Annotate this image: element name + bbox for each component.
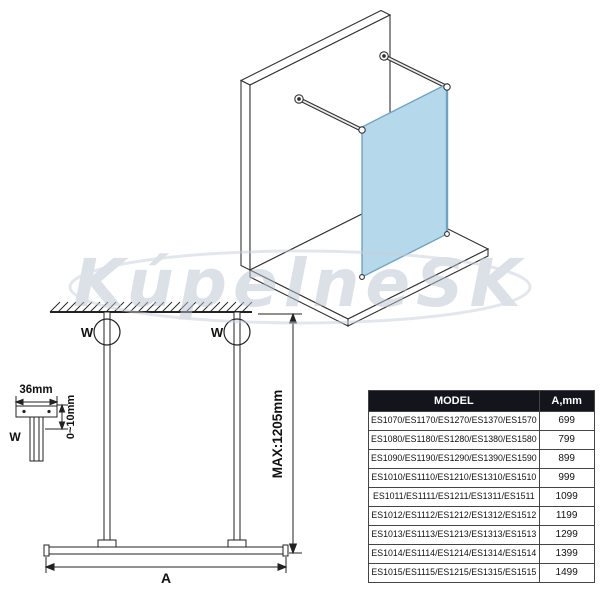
watermark-swoosh	[68, 249, 532, 325]
support-rod-right	[382, 53, 449, 90]
wall-flange-left-screw	[297, 97, 301, 101]
model-cell: ES1013/ES1113/ES1213/ES1313/ES1513	[368, 525, 540, 545]
wall-left-face	[240, 79, 251, 271]
model-cell: ES1010/ES1110/ES1210/ES1310/ES1510	[368, 468, 540, 488]
glass-foot-left	[359, 274, 365, 280]
adjust-dim-arrow-down	[58, 421, 66, 431]
model-column-header: MODEL	[368, 390, 540, 412]
a-dim-label: A	[161, 570, 171, 586]
watermark: KúpelneSK	[68, 245, 532, 325]
a-dim-arrow-left	[44, 563, 55, 571]
glass-profile-cap-right	[282, 544, 289, 557]
bracket-dim-arrow-left	[14, 398, 24, 406]
bracket-screw-right	[47, 409, 51, 414]
model-cell: ES1070/ES1170/ES1270/ES1370/ES1570	[368, 411, 540, 431]
a-mm-cell: 1399	[538, 544, 595, 564]
a-mm-cell: 1099	[538, 487, 595, 507]
a-mm-column-header: A,mm	[538, 390, 595, 412]
a-mm-cell: 1199	[538, 506, 595, 526]
model-table-head: MODEL A,mm	[368, 390, 595, 412]
adjust-range-label: 0~10mm	[65, 395, 77, 440]
plan-view	[43, 301, 302, 573]
model-cell: ES1011/ES1111/ES1211/ES1311/ES1511	[368, 487, 540, 507]
w-label-detail: W	[9, 430, 21, 444]
glass-foot-right	[444, 231, 450, 237]
bracket-screw-left	[22, 409, 26, 414]
a-mm-cell: 899	[538, 449, 595, 469]
a-mm-cell: 799	[538, 430, 595, 450]
bracket-detail	[14, 396, 68, 462]
glass-profile-cap-left	[43, 544, 50, 557]
bracket-bar-section	[29, 416, 44, 462]
support-bar-left	[103, 311, 111, 541]
detail-circle-right	[223, 318, 251, 346]
max-dim-label: MAX:1205mm	[270, 390, 285, 479]
glass-clamp-left	[358, 126, 366, 134]
model-cell: ES1014/ES1114/ES1214/ES1314/ES1514	[368, 544, 540, 564]
w-label-right: W	[211, 325, 224, 340]
model-table: MODEL A,mm ES1070/ES1170/ES1270/ES1370/E…	[368, 390, 595, 583]
a-mm-cell: 1499	[538, 563, 595, 583]
wall-hatching	[49, 301, 253, 313]
a-mm-cell: 1299	[538, 525, 595, 545]
model-cell: ES1080/ES1180/ES1280/ES1380/ES1580	[368, 430, 540, 450]
bar-foot-left	[97, 539, 117, 548]
bracket-dim-arrow-right	[49, 398, 59, 406]
wall-flange-right-screw	[382, 54, 386, 58]
model-cell: ES1012/ES1112/ES1212/ES1312/ES1512	[368, 506, 540, 526]
glass-clamp-right	[443, 83, 451, 91]
support-bar-right	[233, 311, 241, 541]
detail-circle-left	[93, 318, 121, 346]
a-mm-cell: 699	[538, 411, 595, 431]
model-table-wrap: MODEL A,mm ES1070/ES1170/ES1270/ES1370/E…	[368, 390, 595, 583]
a-dim-arrow-right	[277, 563, 288, 571]
model-cell: ES1015/ES1115/ES1215/ES1315/ES1515	[368, 563, 540, 583]
adjust-dim-arrow-up	[58, 403, 66, 413]
bar-foot-right	[227, 539, 247, 548]
watermark-text: KúpelneSK	[73, 245, 527, 322]
w-label-left: W	[81, 325, 94, 340]
wall-bracket-plate	[15, 405, 58, 418]
a-mm-cell: 999	[538, 468, 595, 488]
model-cell: ES1090/ES1190/ES1290/ES1390/ES1590	[368, 449, 540, 469]
iso-view	[239, 9, 490, 327]
glass-profile	[45, 546, 287, 555]
max-dim-arrow-down	[288, 543, 298, 555]
bracket-width-label: 36mm	[19, 384, 52, 396]
table-header-row: MODEL A,mm	[368, 390, 595, 412]
